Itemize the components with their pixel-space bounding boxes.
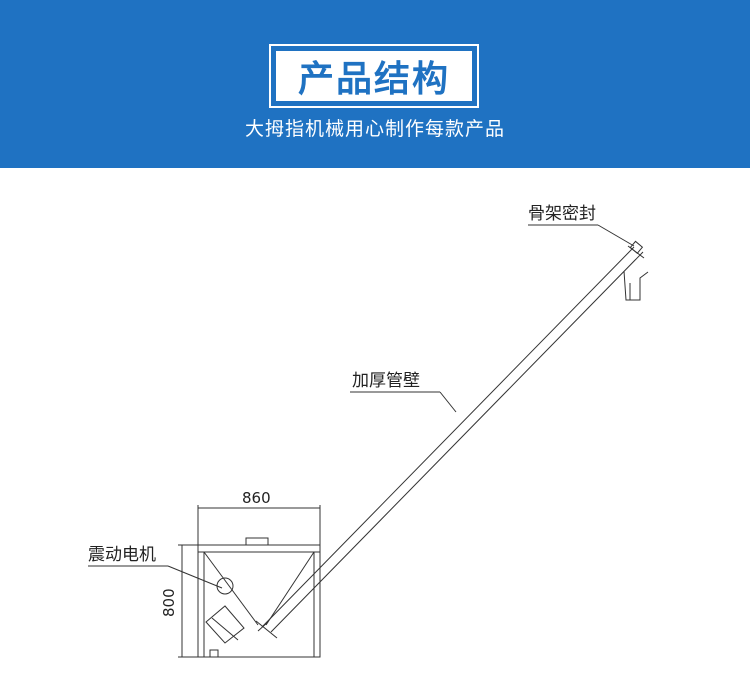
label-pipe: 加厚管壁 [352,371,420,391]
leader-motor [88,565,223,589]
title-plate: 产品结构 [276,51,472,101]
discharge-head [623,240,649,301]
label-motor: 震动电机 [88,545,156,565]
vibration-motor [205,577,245,658]
header-banner: 产品结构 大拇指机械用心制作每款产品 [0,0,750,168]
leader-seal [528,224,635,247]
page-subtitle: 大拇指机械用心制作每款产品 [244,118,505,140]
dimension-width-value: 860 [242,489,271,507]
screw-pipe [255,246,644,639]
structure-diagram: 骨架密封 加厚管壁 震动电机 860 800 [88,204,649,658]
label-seal: 骨架密封 [528,204,596,224]
title-frame [269,44,479,108]
hopper-frame [197,537,321,658]
dimension-height [178,544,198,658]
page-title: 产品结构 [297,59,450,100]
dimension-height-value: 800 [160,588,178,617]
dimension-width [197,505,321,545]
leader-pipe [350,391,457,413]
